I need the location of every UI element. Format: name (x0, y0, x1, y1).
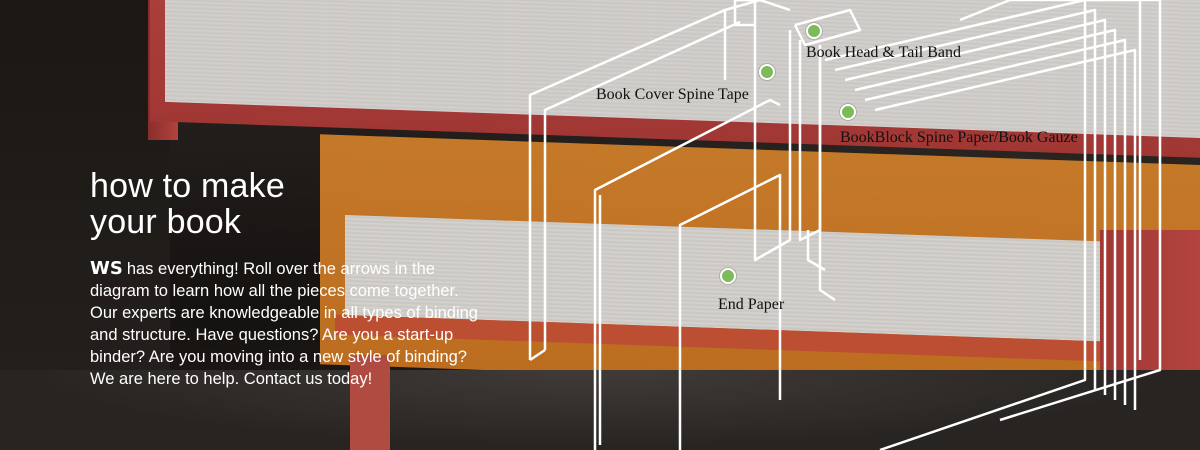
end-paper-sheet (593, 98, 781, 450)
hotspot-book-cover-spine-tape[interactable] (759, 64, 775, 80)
bookblock-spine-edge-2 (806, 230, 826, 272)
page-title: how to make your book (90, 168, 490, 240)
hotspot-bookblock-spine-paper[interactable] (840, 104, 856, 120)
front-cover-board (959, 0, 1162, 422)
book-cover-red-right (1100, 230, 1200, 370)
front-leaf (678, 173, 782, 450)
bookblock-spine-edge (818, 60, 836, 302)
back-cover-inner (543, 20, 741, 350)
bookblock-page-4 (864, 38, 1127, 405)
back-cover-board (528, 8, 727, 360)
label-book-cover-spine-tape: Book Cover Spine Tape (596, 86, 749, 103)
bookblock-page-3 (854, 28, 1117, 400)
label-head-tail-band: Book Head & Tail Band (806, 44, 962, 61)
label-bookblock-spine-paper: BookBlock Spine Paper/Book Gauze (840, 129, 1078, 146)
bookblock-page-5 (874, 48, 1137, 410)
spine-clip (733, 0, 757, 27)
intro-text: has everything! Roll over the arrows in … (90, 260, 478, 388)
title-line-1: how to make (90, 167, 285, 205)
hotspot-head-tail-band[interactable] (806, 23, 822, 39)
diagram-lines (528, 0, 1162, 450)
label-end-paper: End Paper (718, 296, 785, 313)
book-corner-bottom (350, 355, 390, 450)
bookblock-page-1 (834, 8, 1097, 390)
spine-hinge (753, 25, 792, 262)
hotspot-end-paper[interactable] (720, 268, 736, 284)
head-band-tab (793, 8, 862, 47)
title-line-2: your book (90, 203, 242, 241)
spine-top (724, 0, 791, 12)
spine-hinge-inner (798, 40, 822, 242)
bookblock-page-2 (844, 18, 1107, 395)
brand-name: WS (90, 258, 123, 279)
bookblock-front (824, 0, 1087, 450)
